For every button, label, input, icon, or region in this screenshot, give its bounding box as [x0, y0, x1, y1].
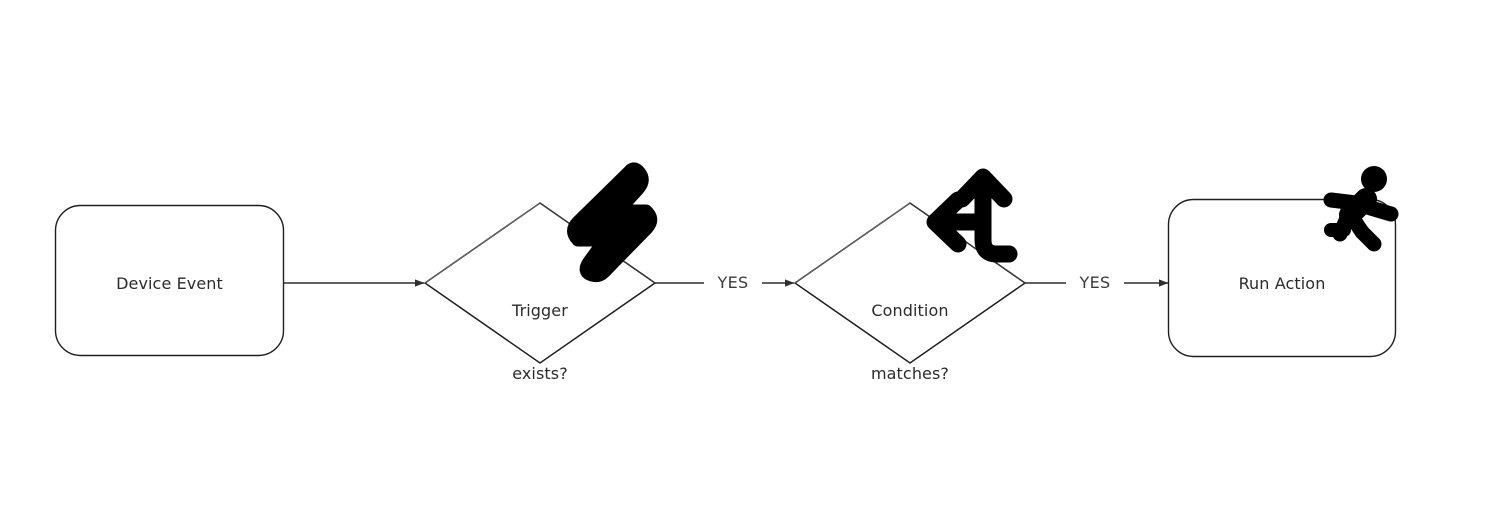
edge-label-yes-condition: YES: [1079, 273, 1111, 292]
running-person-icon: [1323, 166, 1399, 252]
branching-arrow-icon: [926, 168, 1018, 263]
node-device-event[interactable]: [54, 204, 285, 357]
node-trigger-exists-upper-left-edge: [424, 202, 541, 284]
lightning-bolt-icon: [567, 162, 658, 283]
edge-label-yes-trigger: YES: [717, 273, 749, 292]
node-condition-matches-upper-left-edge: [794, 202, 911, 284]
